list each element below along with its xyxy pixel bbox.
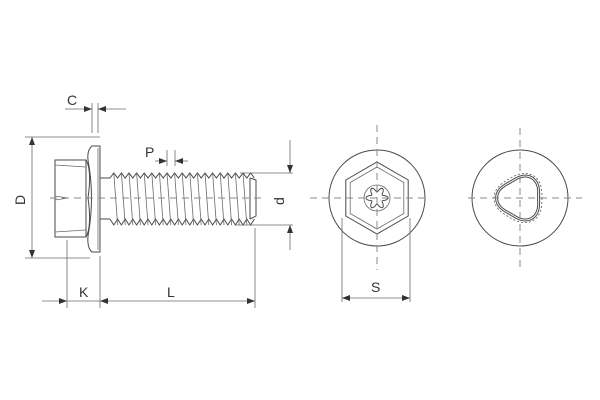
dimension-s: S bbox=[341, 218, 411, 302]
hex-head bbox=[54, 159, 91, 238]
label-d-upper: D bbox=[12, 195, 28, 205]
dimension-k-l: K L bbox=[42, 228, 256, 308]
dimension-c: C bbox=[65, 92, 126, 133]
dimension-d-flange: D bbox=[12, 136, 100, 259]
hexagon-inner bbox=[349, 166, 405, 230]
label-l: L bbox=[167, 284, 175, 300]
shank bbox=[100, 177, 110, 220]
label-k: K bbox=[79, 284, 89, 300]
side-view: C D P d bbox=[12, 92, 293, 308]
label-s: S bbox=[371, 279, 380, 295]
thread-end-view bbox=[468, 128, 582, 268]
label-p: P bbox=[145, 144, 154, 160]
dimension-thread-d: d bbox=[235, 140, 293, 250]
dimension-p: P bbox=[145, 144, 188, 166]
thread bbox=[109, 172, 257, 226]
flange bbox=[87, 145, 101, 253]
torx-recess-icon bbox=[365, 187, 389, 209]
label-c: C bbox=[67, 92, 77, 108]
head-top-view: S bbox=[310, 125, 430, 302]
label-d-lower: d bbox=[271, 197, 287, 205]
